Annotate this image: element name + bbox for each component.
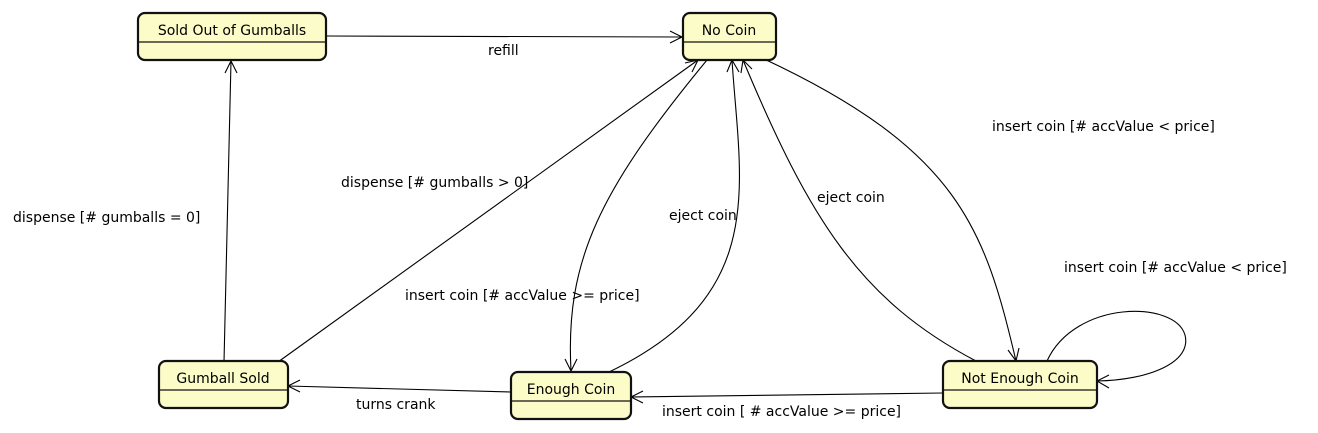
state-sold-out-of-gumballs[interactable]: Sold Out of Gumballs <box>136 11 328 62</box>
label-refill: refill <box>488 43 519 59</box>
state-not-enough-coin[interactable]: Not Enough Coin <box>941 359 1099 410</box>
transition-refill <box>325 30 684 44</box>
transitions <box>223 30 1187 404</box>
state-label-not-enough-coin: Not Enough Coin <box>961 371 1078 387</box>
label-insert-enough-from-no-coin: insert coin [# accValue >= price] <box>405 288 640 304</box>
label-dispense-more: dispense [# gumballs > 0] <box>341 175 528 191</box>
label-dispense-empty: dispense [# gumballs = 0] <box>13 210 200 226</box>
state-label-sold-out: Sold Out of Gumballs <box>158 23 306 39</box>
label-eject-from-not-enough: eject coin <box>817 190 885 206</box>
transition-labels: refill dispense [# gumballs = 0] dispens… <box>13 43 1287 420</box>
state-label-gumball-sold: Gumball Sold <box>176 371 269 387</box>
transition-insert-low-from-no-coin <box>761 57 1020 363</box>
state-label-enough-coin: Enough Coin <box>527 382 615 398</box>
state-no-coin[interactable]: No Coin <box>681 11 778 62</box>
label-insert-low-from-no-coin: insert coin [# accValue < price] <box>992 119 1215 135</box>
label-turns-crank: turns crank <box>356 397 436 413</box>
state-gumball-sold[interactable]: Gumball Sold <box>157 359 290 410</box>
transition-insert-enough-from-not-enough <box>629 390 944 404</box>
label-insert-enough-from-not-enough: insert coin [ # accValue >= price] <box>662 404 901 420</box>
state-label-no-coin: No Coin <box>702 23 757 39</box>
transition-dispense-more <box>277 59 700 363</box>
state-enough-coin[interactable]: Enough Coin <box>509 370 633 421</box>
transition-turns-crank <box>286 379 512 393</box>
label-eject-from-enough: eject coin <box>669 208 737 224</box>
states: Sold Out of Gumballs No Coin Gumball Sol… <box>136 11 1099 421</box>
transition-dispense-empty <box>223 59 238 363</box>
transition-eject-from-not-enough <box>740 58 977 362</box>
label-insert-low-self: insert coin [# accValue < price] <box>1064 260 1287 276</box>
